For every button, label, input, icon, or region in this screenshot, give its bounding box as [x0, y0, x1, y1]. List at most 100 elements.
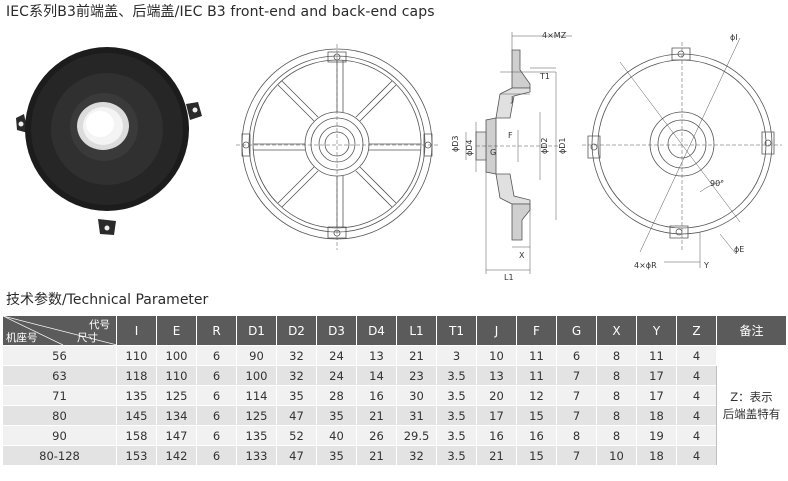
- rear-view-drawing: [582, 37, 782, 268]
- section-title: 技术参数/Technical Parameter: [6, 292, 209, 308]
- value-cell: 8: [556, 425, 597, 446]
- dim-label-t1: T1: [539, 72, 550, 81]
- value-cell: 10: [596, 445, 637, 466]
- column-header: G: [556, 315, 597, 346]
- value-cell: 28: [316, 385, 357, 406]
- value-cell: 15: [516, 405, 557, 426]
- value-cell: 29.5: [396, 425, 437, 446]
- value-cell: 6: [196, 405, 237, 426]
- header-frame-label: 机座号: [6, 332, 38, 344]
- table-row: 80-128 153 142 6 133 47 35 21 32 3.5 21 …: [2, 445, 787, 466]
- value-cell: 32: [396, 445, 437, 466]
- frame-cell: 80-128: [2, 445, 117, 466]
- parameter-table: 代号 尺寸 机座号 I E R D1 D2 D3 D4 L1 T1 J F G …: [2, 315, 787, 466]
- dim-label-l1: L1: [504, 273, 514, 282]
- value-cell: 13: [476, 365, 517, 386]
- dim-label-g: G: [490, 148, 496, 157]
- table-header-row: 代号 尺寸 机座号 I E R D1 D2 D3 D4 L1 T1 J F G …: [2, 315, 787, 346]
- value-cell: 23: [396, 365, 437, 386]
- column-header: I: [116, 315, 157, 346]
- value-cell: 3.5: [436, 425, 477, 446]
- value-cell: 14: [356, 365, 397, 386]
- value-cell: 35: [316, 405, 357, 426]
- value-cell: 40: [316, 425, 357, 446]
- dim-label-x: X: [519, 251, 525, 260]
- value-cell: 153: [116, 445, 157, 466]
- value-cell: 4: [676, 425, 717, 446]
- value-cell: 35: [316, 445, 357, 466]
- column-header: D4: [356, 315, 397, 346]
- value-cell: 13: [356, 345, 397, 366]
- value-cell: 110: [116, 345, 157, 366]
- value-cell: 3.5: [436, 365, 477, 386]
- value-cell: 7: [556, 445, 597, 466]
- value-cell: 18: [636, 445, 677, 466]
- table-row: 63 118 110 6 100 32 24 14 23 3.5 13 11 7…: [2, 365, 787, 386]
- value-cell: 145: [116, 405, 157, 426]
- value-cell: 20: [476, 385, 517, 406]
- value-cell: 147: [156, 425, 197, 446]
- dim-label-d1: ϕD1: [558, 137, 567, 154]
- value-cell: 21: [396, 345, 437, 366]
- column-header: Y: [636, 315, 677, 346]
- dim-label-angle: 90°: [710, 179, 724, 188]
- value-cell: 15: [516, 445, 557, 466]
- note-cell: Z：表示 后端盖特有: [716, 345, 787, 466]
- frame-cell: 63: [2, 365, 117, 386]
- front-view-drawing: [236, 44, 438, 250]
- value-cell: 11: [516, 365, 557, 386]
- value-cell: 47: [276, 405, 317, 426]
- header-code-label: 代号: [89, 319, 110, 331]
- end-cap-photo: [16, 47, 202, 235]
- value-cell: 158: [116, 425, 157, 446]
- note-line-1: Z：表示: [730, 389, 773, 404]
- value-cell: 52: [276, 425, 317, 446]
- frame-cell: 80: [2, 405, 117, 426]
- frame-cell: 56: [2, 345, 117, 366]
- value-cell: 10: [476, 345, 517, 366]
- value-cell: 125: [156, 385, 197, 406]
- value-cell: 133: [236, 445, 277, 466]
- column-header: Z: [676, 315, 717, 346]
- value-cell: 8: [596, 425, 637, 446]
- header-size-label: 尺寸: [77, 332, 98, 344]
- value-cell: 3.5: [436, 385, 477, 406]
- value-cell: 32: [276, 365, 317, 386]
- value-cell: 142: [156, 445, 197, 466]
- value-cell: 6: [196, 425, 237, 446]
- value-cell: 16: [356, 385, 397, 406]
- value-cell: 12: [516, 385, 557, 406]
- value-cell: 24: [316, 345, 357, 366]
- value-cell: 6: [196, 345, 237, 366]
- section-view-drawing: [465, 32, 572, 274]
- value-cell: 8: [596, 365, 637, 386]
- dim-label-y: Y: [703, 261, 709, 270]
- dim-label-d4: ϕD4: [465, 139, 474, 156]
- column-header: D3: [316, 315, 357, 346]
- dim-label-i: ϕI: [730, 33, 738, 42]
- value-cell: 135: [116, 385, 157, 406]
- value-cell: 4: [676, 445, 717, 466]
- value-cell: 90: [236, 345, 277, 366]
- value-cell: 6: [196, 365, 237, 386]
- column-header: F: [516, 315, 557, 346]
- value-cell: 6: [196, 385, 237, 406]
- dim-label-f: F: [508, 131, 513, 140]
- value-cell: 4: [676, 365, 717, 386]
- value-cell: 16: [516, 425, 557, 446]
- value-cell: 134: [156, 405, 197, 426]
- column-header: X: [596, 315, 637, 346]
- value-cell: 47: [276, 445, 317, 466]
- frame-cell: 71: [2, 385, 117, 406]
- frame-cell: 90: [2, 425, 117, 446]
- value-cell: 17: [636, 365, 677, 386]
- value-cell: 26: [356, 425, 397, 446]
- dim-label-j: J: [510, 95, 513, 104]
- column-header: D2: [276, 315, 317, 346]
- value-cell: 8: [596, 405, 637, 426]
- value-cell: 3.5: [436, 405, 477, 426]
- value-cell: 17: [476, 405, 517, 426]
- corner-diagonal-lines: [3, 316, 117, 345]
- note-line-2: 后端盖特有: [722, 406, 781, 421]
- table-row: 80 145 134 6 125 47 35 21 31 3.5 17 15 7…: [2, 405, 787, 426]
